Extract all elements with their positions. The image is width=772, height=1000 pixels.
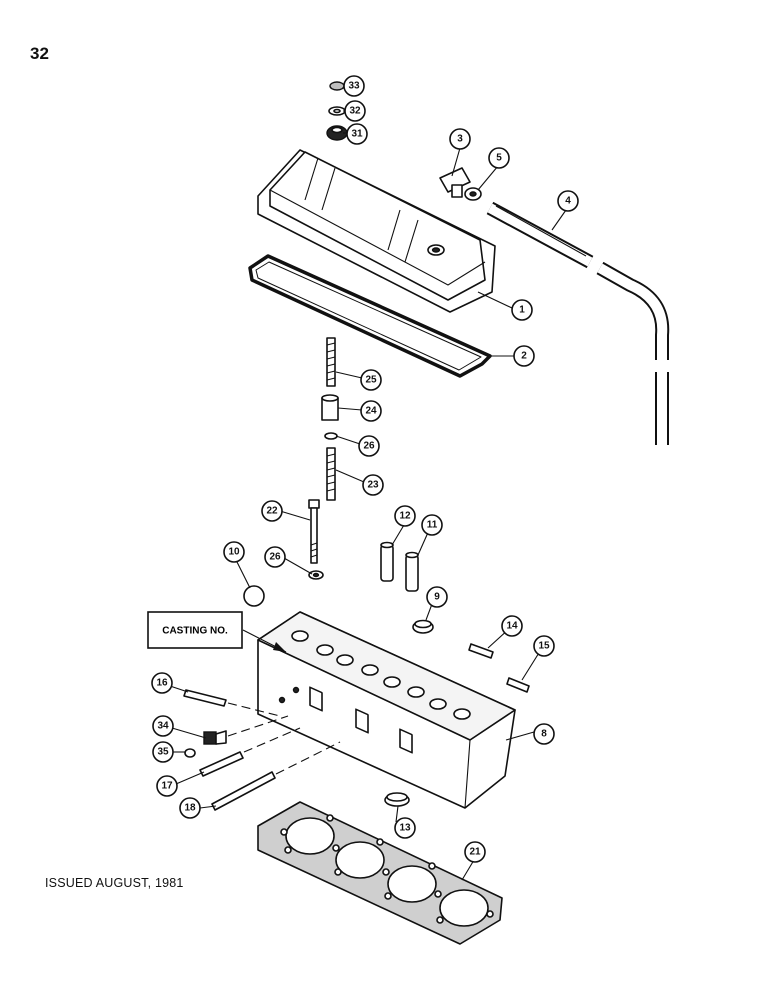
svg-text:8: 8	[541, 729, 547, 740]
svg-text:25: 25	[365, 375, 377, 386]
callout-22: 22	[261, 500, 283, 522]
callout-3: 3	[449, 128, 471, 150]
callout-2: 2	[513, 345, 535, 367]
svg-text:10: 10	[228, 547, 240, 558]
part-4-breather-hose	[486, 201, 670, 445]
part-3-breather-tee	[439, 167, 471, 198]
part-35-washer	[184, 748, 196, 758]
callout-8: 8	[533, 723, 555, 745]
svg-text:5: 5	[496, 153, 502, 164]
part-33-cap	[329, 81, 345, 91]
svg-text:3: 3	[457, 134, 463, 145]
callout-33: 33	[343, 75, 365, 97]
part-18-stud	[211, 771, 276, 811]
part-16-path	[227, 702, 281, 717]
callout-34: 34	[152, 715, 174, 737]
callout-12: 12	[394, 505, 416, 527]
callout-21: 21	[464, 841, 486, 863]
part-18-path	[275, 741, 341, 775]
callout-15: 15	[533, 635, 555, 657]
svg-text:14: 14	[506, 621, 518, 632]
part-26-washer-lower	[308, 570, 324, 580]
callout-32: 32	[344, 100, 366, 122]
callout-18: 18	[179, 797, 201, 819]
callout-16: 16	[151, 672, 173, 694]
svg-text:11: 11	[427, 520, 438, 531]
part-8-cylinder-head	[257, 611, 516, 809]
callout-25: 25	[360, 369, 382, 391]
callout-14: 14	[501, 615, 523, 637]
callout-17: 17	[156, 775, 178, 797]
svg-text:17: 17	[161, 781, 173, 792]
svg-text:24: 24	[365, 406, 377, 417]
svg-text:22: 22	[266, 506, 278, 517]
callout-24: 24	[360, 400, 382, 422]
head-ports	[309, 686, 413, 754]
svg-text:21: 21	[469, 847, 481, 858]
svg-text:9: 9	[434, 592, 440, 603]
svg-text:12: 12	[399, 511, 411, 522]
svg-text:34: 34	[157, 721, 169, 732]
svg-text:15: 15	[538, 641, 550, 652]
part-16-stud	[183, 689, 227, 707]
svg-text:18: 18	[184, 803, 196, 814]
part-1-valve-cover	[257, 149, 496, 313]
part-17-path	[243, 727, 301, 753]
leader-lines	[169, 85, 567, 881]
part-9-plug	[412, 619, 434, 634]
callout-4: 4	[557, 190, 579, 212]
casting-number-label: CASTING NO.	[147, 611, 243, 649]
part-24-spacer	[321, 394, 339, 421]
callout-35: 35	[152, 741, 174, 763]
part-25-stud	[326, 337, 336, 387]
svg-text:1: 1	[519, 305, 525, 316]
svg-text:32: 32	[349, 106, 361, 117]
part-12-valve-guide	[380, 541, 394, 582]
part-34-sender	[203, 730, 227, 745]
casting-arrowhead	[273, 642, 286, 652]
page-number: 32	[30, 44, 49, 63]
part-26-washer	[324, 432, 338, 440]
part-21-head-gasket	[257, 801, 503, 945]
gasket-bolt-holes	[280, 814, 494, 924]
part-15-pin	[506, 677, 530, 693]
svg-text:26: 26	[269, 552, 281, 563]
part-34-path	[227, 715, 289, 737]
part-32-washer	[328, 106, 346, 116]
callout-1: 1	[511, 299, 533, 321]
callout-13: 13	[394, 817, 416, 839]
svg-text:23: 23	[367, 480, 379, 491]
callout-23: 23	[362, 474, 384, 496]
callout-5: 5	[488, 147, 510, 169]
svg-text:26: 26	[363, 441, 375, 452]
part-22-stud	[308, 499, 320, 564]
callout-11: 11	[421, 514, 443, 536]
svg-text:16: 16	[156, 678, 168, 689]
casting-label-text: CASTING NO.	[162, 626, 228, 637]
part-23-stud	[326, 447, 336, 501]
svg-text:35: 35	[157, 747, 169, 758]
head-valve-pockets	[278, 630, 471, 720]
callout-26-upper: 26	[358, 435, 380, 457]
svg-text:13: 13	[399, 823, 411, 834]
part-10-plug	[243, 585, 265, 607]
part-2-gasket	[248, 254, 492, 378]
part-17-stud	[199, 751, 244, 777]
svg-text:4: 4	[565, 196, 571, 207]
callout-9: 9	[426, 586, 448, 608]
part-5-clip	[464, 187, 482, 201]
svg-text:31: 31	[351, 129, 363, 140]
svg-text:33: 33	[348, 81, 360, 92]
part-11-valve-guide	[405, 551, 419, 592]
part-14-pin	[468, 643, 494, 659]
callout-31: 31	[346, 123, 368, 145]
part-31-grommet	[326, 125, 348, 141]
issued-date: ISSUED AUGUST, 1981	[45, 876, 184, 890]
callout-10: 10	[223, 541, 245, 563]
svg-text:2: 2	[521, 351, 527, 362]
part-13-seal	[384, 792, 410, 807]
callout-26-lower: 26	[264, 546, 286, 568]
